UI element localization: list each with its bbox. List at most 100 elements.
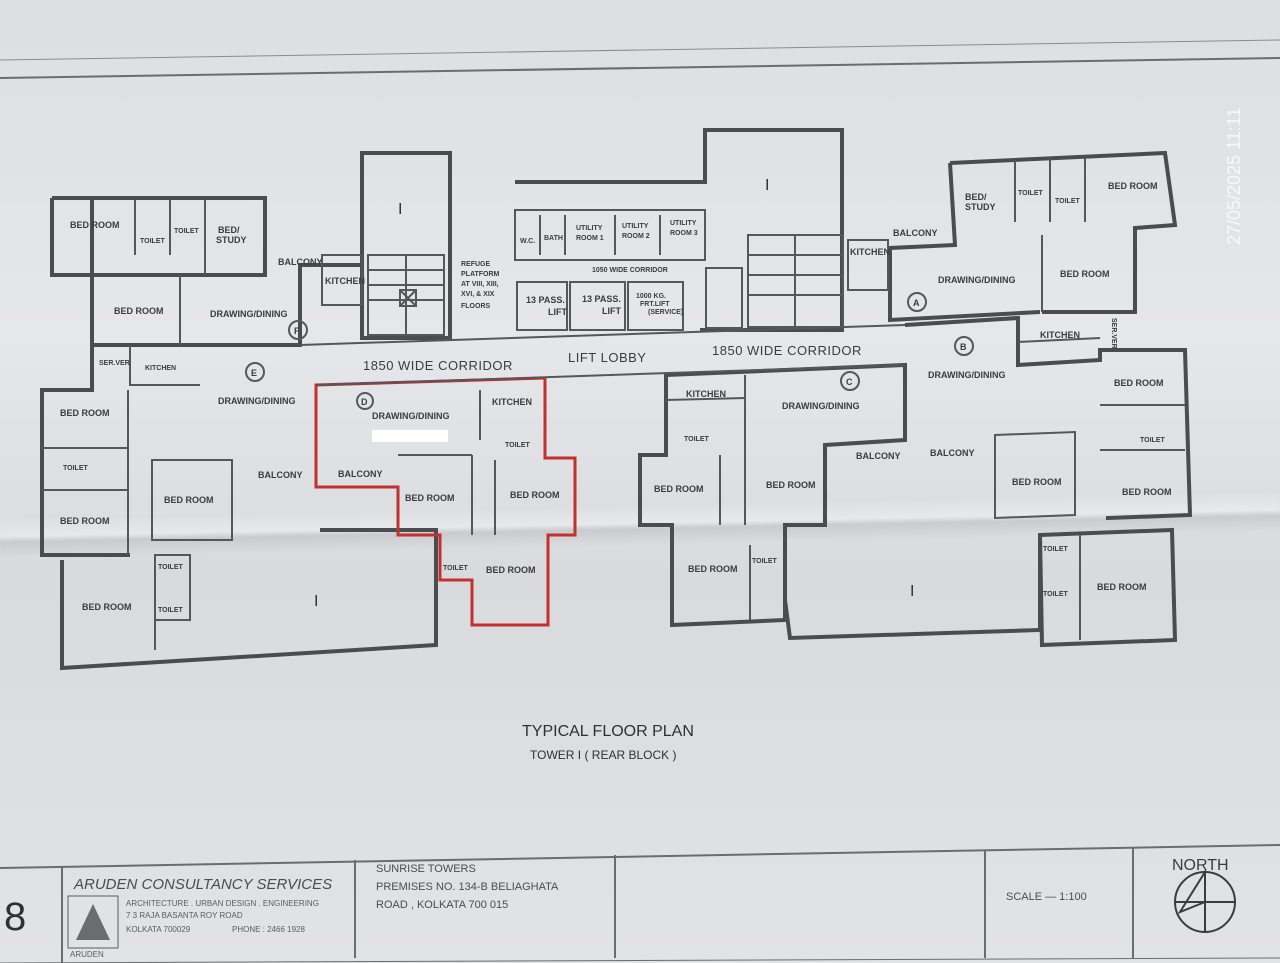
- unit-c: KITCHEN TOILET C DRAWING/DINING BALCONY …: [638, 362, 1042, 641]
- room-bed-room: BED ROOM: [1108, 181, 1158, 191]
- wc-label: W.C.: [520, 238, 535, 245]
- room-drawing-dining: DRAWING/DINING: [928, 370, 1006, 380]
- room-bed-room: BED ROOM: [405, 493, 455, 503]
- lift-3-label-b: FRT.LIFT: [640, 301, 670, 308]
- room-bed-study: BED/: [218, 225, 240, 235]
- room-balcony: BALCONY: [856, 451, 901, 461]
- corridor-label-left: 1850 WIDE CORRIDOR: [363, 358, 513, 373]
- refuge-label-4: XVI, & XIX: [461, 291, 495, 298]
- central-core: I I W.C. BATH UTILITY ROOM 1 UTILITY ROO…: [360, 128, 862, 373]
- room-toilet: TOILET: [1055, 198, 1080, 205]
- logo-text: ARUDEN: [70, 950, 104, 959]
- refuge-label-1: REFUGE: [461, 261, 491, 268]
- unit-label-b: B: [960, 342, 967, 352]
- utility-3-label-a: UTILITY: [670, 220, 697, 227]
- room-kitchen: KITCHEN: [145, 365, 176, 372]
- void-label-bottom-left: I: [314, 593, 318, 610]
- room-bed-room: BED ROOM: [688, 564, 738, 574]
- room-bed-room: BED ROOM: [164, 495, 214, 505]
- room-toilet: TOILET: [1140, 437, 1165, 444]
- room-toilet: TOILET: [140, 238, 165, 245]
- room-bed-room: BED ROOM: [60, 408, 110, 418]
- room-balcony: BALCONY: [258, 470, 303, 480]
- room-toilet: TOILET: [158, 564, 183, 571]
- firm-phone: PHONE : 2466 1928: [232, 925, 305, 934]
- unit-label-a: A: [913, 298, 920, 308]
- room-drawing-dining: DRAWING/DINING: [218, 396, 296, 406]
- bath-label: BATH: [544, 235, 563, 242]
- room-bed-room: BED ROOM: [510, 490, 560, 500]
- firm-name: ARUDEN CONSULTANCY SERVICES: [73, 876, 332, 893]
- room-ser-ver: SER.VER: [1110, 318, 1117, 349]
- aruden-logo: [67, 895, 119, 949]
- room-bed-room: BED ROOM: [1114, 378, 1164, 388]
- void-label-left: I: [398, 201, 402, 218]
- corridor-wall-bottom: [315, 364, 906, 386]
- void-label-top: I: [765, 177, 769, 194]
- room-toilet: TOILET: [684, 436, 709, 443]
- unit-a: BED/ STUDY TOILET TOILET BED ROOM BALCON…: [847, 150, 1178, 323]
- unit-label-d: D: [361, 397, 368, 407]
- room-balcony: BALCONY: [893, 228, 938, 238]
- utility-2-label-a: UTILITY: [622, 223, 649, 230]
- lift-2-label-a: 13 PASS.: [582, 294, 621, 304]
- north-label: NORTH: [1172, 857, 1229, 874]
- project-premises: PREMISES NO. 134-B BELIAGHATA: [376, 881, 559, 893]
- unit-d-highlight-outline: [314, 376, 577, 627]
- corridor-wall-top: [299, 324, 906, 346]
- room-bed-room: BED ROOM: [486, 565, 536, 575]
- north-arrow-head: [1177, 868, 1206, 915]
- unit-label-f: F: [294, 326, 300, 336]
- aruden-logo-triangle: [76, 904, 110, 940]
- firm-services: ARCHITECTURE . URBAN DESIGN . ENGINEERIN…: [126, 899, 319, 908]
- room-kitchen: KITCHEN: [850, 247, 890, 257]
- unit-label-e: E: [251, 368, 257, 378]
- room-toilet: TOILET: [752, 558, 777, 565]
- room-toilet: TOILET: [1018, 190, 1043, 197]
- room-bed-room: BED ROOM: [70, 220, 120, 230]
- room-toilet: TOILET: [505, 442, 530, 449]
- room-toilet: TOILET: [63, 465, 88, 472]
- room-toilet: TOILET: [1043, 591, 1068, 598]
- unit-d: D DRAWING/DINING KITCHEN TOILET BALCONY …: [314, 376, 577, 627]
- unit-b: KITCHEN SER.VER B DRAWING/DINING BALCONY…: [904, 315, 1193, 648]
- room-toilet: TOILET: [443, 565, 468, 572]
- room-ser-ver: SER.VER: [99, 360, 130, 367]
- project-name: SUNRISE TOWERS: [376, 863, 476, 875]
- title-block: 8 ARUDEN CONSULTANCY SERVICES ARCHITECTU…: [0, 844, 1280, 963]
- room-bed-room: BED ROOM: [1097, 582, 1147, 592]
- utility-1-label-b: ROOM 1: [576, 235, 604, 242]
- room-bed-study: BED/: [965, 192, 987, 202]
- unit-label-c: C: [846, 377, 853, 387]
- corridor-label-right: 1850 WIDE CORRIDOR: [712, 343, 862, 358]
- room-toilet: TOILET: [158, 607, 183, 614]
- room-bed-room: BED ROOM: [1060, 269, 1110, 279]
- refuge-label-5: FLOORS: [461, 303, 490, 310]
- room-drawing-dining: DRAWING/DINING: [782, 401, 860, 411]
- room-toilet: TOILET: [174, 228, 199, 235]
- lift-3-label-c: (SERVICE): [648, 309, 683, 316]
- room-bed-room: BED ROOM: [654, 484, 704, 494]
- lift-lobby-label: LIFT LOBBY: [568, 350, 646, 365]
- sheet-border-top: [0, 57, 1280, 79]
- room-drawing-dining: DRAWING/DINING: [372, 411, 450, 421]
- room-drawing-dining: DRAWING/DINING: [938, 275, 1016, 285]
- lift-1-label-b: LIFT: [548, 307, 567, 317]
- plan-title: TYPICAL FLOOR PLAN: [522, 723, 694, 740]
- room-bed-room: BED ROOM: [1122, 487, 1172, 497]
- room-bed-room: BED ROOM: [82, 602, 132, 612]
- utility-3-label-b: ROOM 3: [670, 230, 698, 237]
- room-kitchen: KITCHEN: [1040, 330, 1080, 340]
- room-bed-room: BED ROOM: [766, 480, 816, 490]
- firm-city: KOLKATA 700029: [126, 925, 191, 934]
- lift-3-label-a: 1000 KG.: [636, 293, 666, 300]
- room-bed-room: BED ROOM: [114, 306, 164, 316]
- room-bed-room: BED ROOM: [60, 516, 110, 526]
- small-corridor-label: 1050 WIDE CORRIDOR: [592, 267, 668, 274]
- scale-label: SCALE — 1:100: [1006, 891, 1087, 903]
- utility-1-label-a: UTILITY: [576, 225, 603, 232]
- photo-timestamp: 27/05/2025 11:11: [1224, 108, 1244, 245]
- refuge-label-2: PLATFORM: [461, 271, 500, 278]
